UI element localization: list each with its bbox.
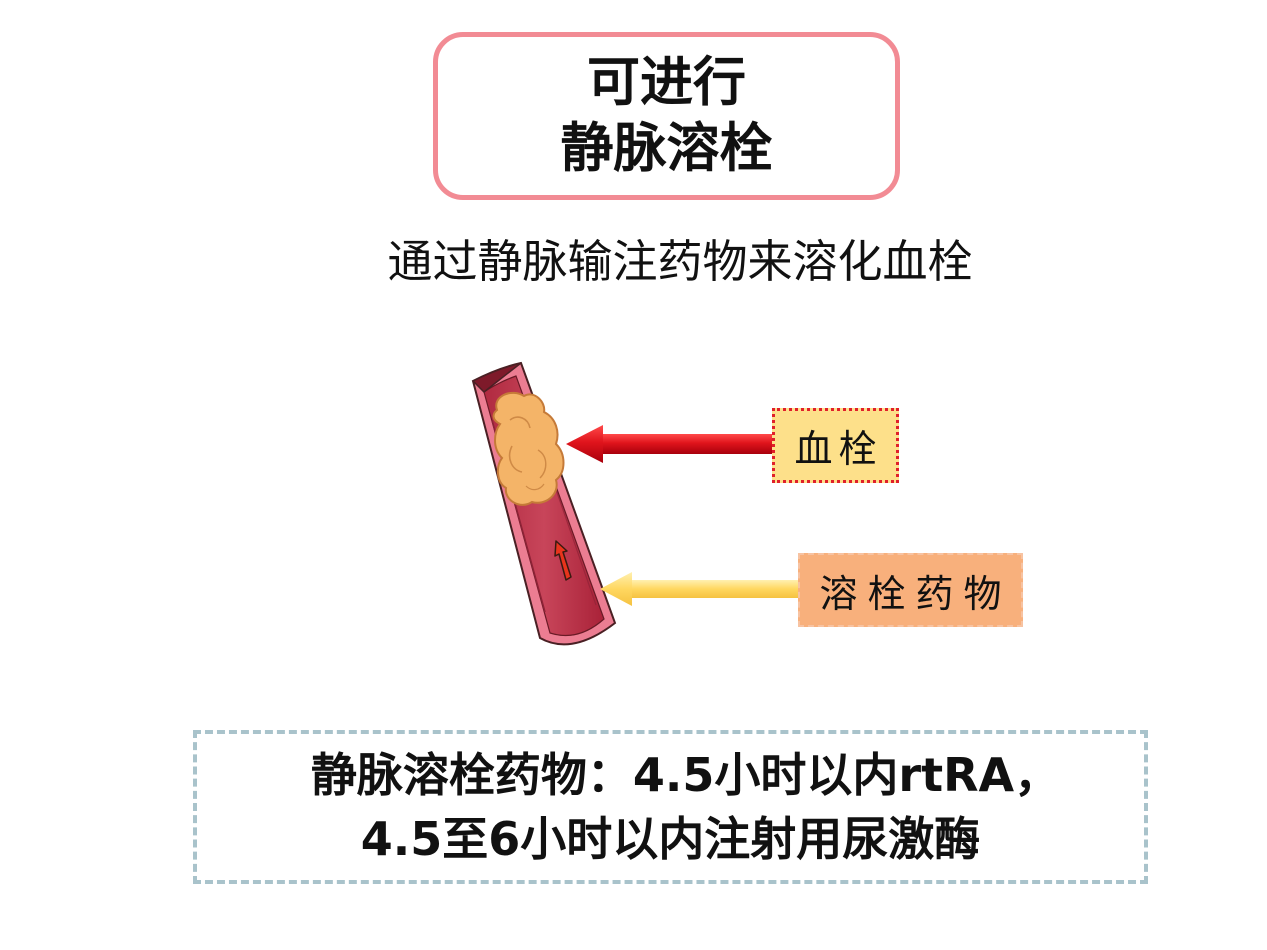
blood-clot [492, 391, 565, 506]
yellow-arrow-shaft [628, 580, 802, 598]
drug-note-box: 静脉溶栓药物：4.5小时以内rtRA， 4.5至6小时以内注射用尿激酶 [193, 730, 1148, 884]
red-left-arrow-icon [566, 425, 778, 463]
red-arrow-head [566, 425, 603, 463]
yellow-left-arrow-icon [600, 572, 802, 606]
drug-note-line-2: 4.5至6小时以内注射用尿激酶 [360, 812, 981, 866]
title-box: 可进行 静脉溶栓 [433, 32, 900, 200]
clot-texture-3 [537, 449, 547, 479]
vessel-opening [471, 362, 522, 394]
title-line-1: 可进行 [587, 52, 746, 113]
drug-note-line-1: 静脉溶栓药物：4.5小时以内rtRA， [310, 748, 1061, 802]
small-red-up-arrow-icon [554, 540, 572, 581]
yellow-arrow-head [600, 572, 632, 606]
red-arrow-shaft [598, 434, 778, 454]
thrombolytic-drug-label: 溶栓药物 [798, 553, 1023, 627]
subtitle: 通过静脉输注药物来溶化血栓 [387, 235, 973, 288]
title-line-2: 静脉溶栓 [560, 118, 773, 179]
clot-texture-4 [525, 483, 545, 491]
clot-texture-2 [508, 445, 523, 473]
clot-texture-1 [509, 416, 531, 429]
clot-label: 血栓 [772, 408, 899, 483]
